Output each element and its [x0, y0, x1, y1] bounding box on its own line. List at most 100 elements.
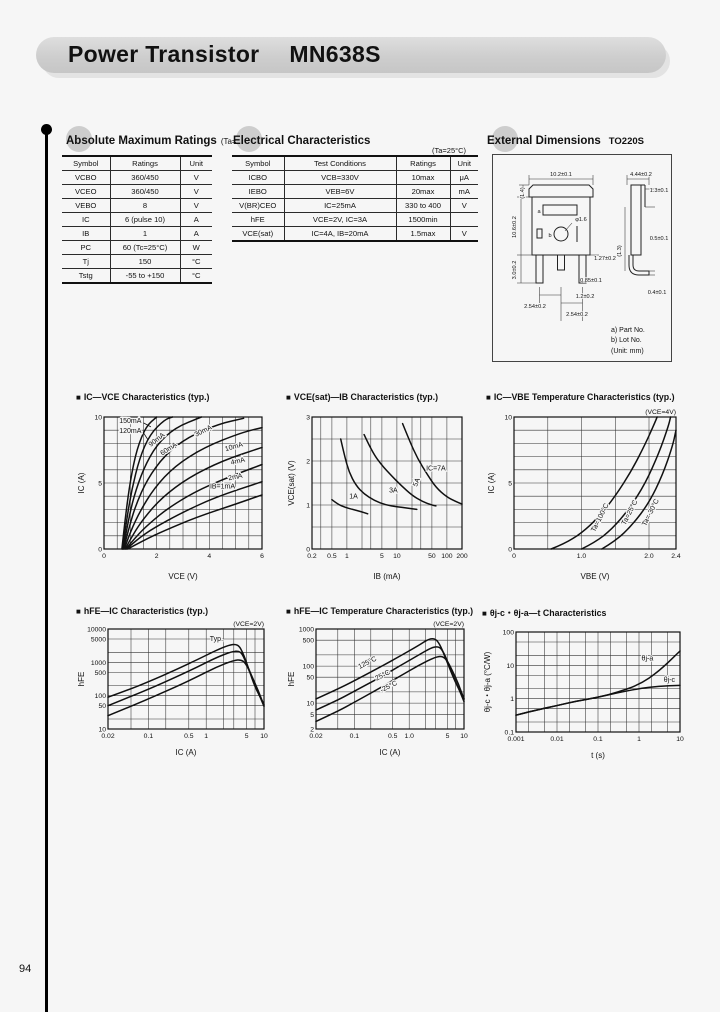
- svg-text:2.0: 2.0: [644, 553, 654, 560]
- svg-text:Ta=100°C: Ta=100°C: [589, 502, 610, 533]
- svg-text:500: 500: [95, 670, 107, 677]
- chart-title: ■IC—VCE Characteristics (typ.): [76, 392, 270, 402]
- svg-text:1.0: 1.0: [577, 553, 587, 560]
- svg-text:5: 5: [310, 712, 314, 719]
- svg-text:1.27±0.2: 1.27±0.2: [594, 256, 616, 262]
- section-title-amr: Absolute Maximum Ratings(Ta=25°C): [66, 135, 257, 147]
- svg-text:θj-c: θj-c: [664, 677, 676, 684]
- ec-cell: VCE=2V, IC=3A: [283, 212, 396, 227]
- svg-text:θj-a: θj-a: [642, 656, 654, 663]
- dimension-lines: [517, 175, 655, 321]
- svg-text:(1.3): (1.3): [617, 245, 623, 257]
- svg-text:1000: 1000: [91, 660, 106, 667]
- dimension-labels: 10.2±0.1(1.4)10.6±0.23.0±0.2φ1.6ab1.27±0…: [511, 171, 669, 319]
- amr-cell: °C: [179, 254, 212, 269]
- amr-cell: 360/450: [109, 170, 180, 185]
- svg-text:IC (A): IC (A): [176, 748, 197, 757]
- svg-text:10: 10: [393, 553, 401, 560]
- svg-text:t (s): t (s): [591, 751, 605, 760]
- part-number-label: MN638S: [289, 41, 381, 67]
- ec-table: Symbol Test Conditions Ratings Unit ICBO…: [232, 155, 478, 242]
- svg-text:Ta=-30°C: Ta=-30°C: [640, 498, 660, 528]
- amr-cell: V: [179, 170, 212, 185]
- amr-cell: W: [179, 240, 212, 255]
- svg-text:1: 1: [637, 736, 641, 743]
- svg-text:50: 50: [428, 553, 436, 560]
- svg-text:100: 100: [441, 553, 453, 560]
- rail-line: [45, 130, 48, 1012]
- chart-title-text: θj-c・θj-a—t Characteristics: [489, 608, 607, 618]
- header-bar: [36, 37, 666, 73]
- svg-text:0.2: 0.2: [307, 553, 317, 560]
- page-number: 94: [19, 963, 32, 975]
- svg-text:hFE: hFE: [77, 672, 86, 687]
- svg-text:5: 5: [380, 553, 384, 560]
- svg-text:10: 10: [460, 733, 468, 740]
- svg-text:10: 10: [504, 415, 512, 422]
- svg-text:a: a: [537, 209, 541, 215]
- svg-text:0: 0: [98, 547, 102, 554]
- ec-cell: mA: [449, 184, 478, 199]
- ec-cell: V(BR)CEO: [232, 198, 284, 213]
- svg-text:2mA: 2mA: [228, 473, 244, 483]
- amr-cell: V: [179, 184, 212, 199]
- ed-note-lot: b) Lot No.: [611, 337, 642, 344]
- svg-text:1.0: 1.0: [404, 733, 414, 740]
- section-circle-decoration: [236, 126, 262, 152]
- svg-text:3A: 3A: [389, 488, 398, 495]
- svg-text:5: 5: [508, 481, 512, 488]
- svg-text:120mA: 120mA: [119, 428, 142, 435]
- amr-cell: 150: [109, 254, 180, 269]
- package-side-view: [628, 184, 650, 276]
- svg-text:50: 50: [306, 675, 314, 682]
- table-row: Tstg-55 to +150°C: [62, 268, 212, 284]
- svg-text:5000: 5000: [91, 637, 106, 644]
- amr-cell: A: [179, 212, 212, 227]
- svg-text:2.54±0.2: 2.54±0.2: [566, 312, 588, 318]
- svg-text:IC (A): IC (A): [487, 472, 496, 493]
- chart-title-text: VCE(sat)—IB Characteristics (typ.): [293, 392, 439, 402]
- svg-text:0: 0: [102, 553, 106, 560]
- svg-text:50: 50: [98, 703, 106, 710]
- ec-cell: 1500min: [395, 212, 450, 227]
- ec-cell: 1.5max: [395, 226, 450, 242]
- svg-text:4.44±0.2: 4.44±0.2: [630, 172, 652, 178]
- chart-hfe-ic-temp: ■hFE—IC Temperature Characteristics (typ…: [286, 606, 473, 759]
- ec-condition: (Ta=25°C): [432, 146, 467, 155]
- chart-title-text: IC—VCE Characteristics (typ.): [83, 392, 210, 402]
- svg-text:10: 10: [306, 701, 314, 708]
- svg-text:10: 10: [98, 727, 106, 734]
- svg-text:(1.4): (1.4): [520, 187, 526, 199]
- ec-cell: IC=25mA: [283, 198, 396, 213]
- svg-text:b: b: [548, 233, 551, 239]
- ec-col-cond: Test Conditions: [283, 155, 396, 171]
- svg-text:30mA: 30mA: [194, 424, 214, 438]
- amr-cell: 6 (pulse 10): [109, 212, 180, 227]
- svg-text:10000: 10000: [87, 627, 106, 634]
- square-bullet-icon: ■: [482, 609, 487, 618]
- svg-text:0.001: 0.001: [507, 736, 524, 743]
- ec-col-symbol: Symbol: [232, 155, 284, 171]
- ec-cell: VEB=6V: [283, 184, 396, 199]
- chart-ic-vbe-temp: ■IC—VBE Temperature Characteristics (typ…: [486, 392, 688, 583]
- amr-cell: IC: [62, 212, 110, 227]
- amr-cell: A: [179, 226, 212, 241]
- svg-text:VCE(sat) (V): VCE(sat) (V): [287, 460, 296, 506]
- amr-cell: VCEO: [62, 184, 110, 199]
- svg-text:0.5: 0.5: [388, 733, 398, 740]
- svg-text:2.54±0.2: 2.54±0.2: [524, 304, 546, 310]
- ec-cell: VCE(sat): [232, 226, 284, 242]
- ec-cell: VCB=330V: [283, 170, 396, 185]
- rail-bullet-icon: [41, 124, 52, 135]
